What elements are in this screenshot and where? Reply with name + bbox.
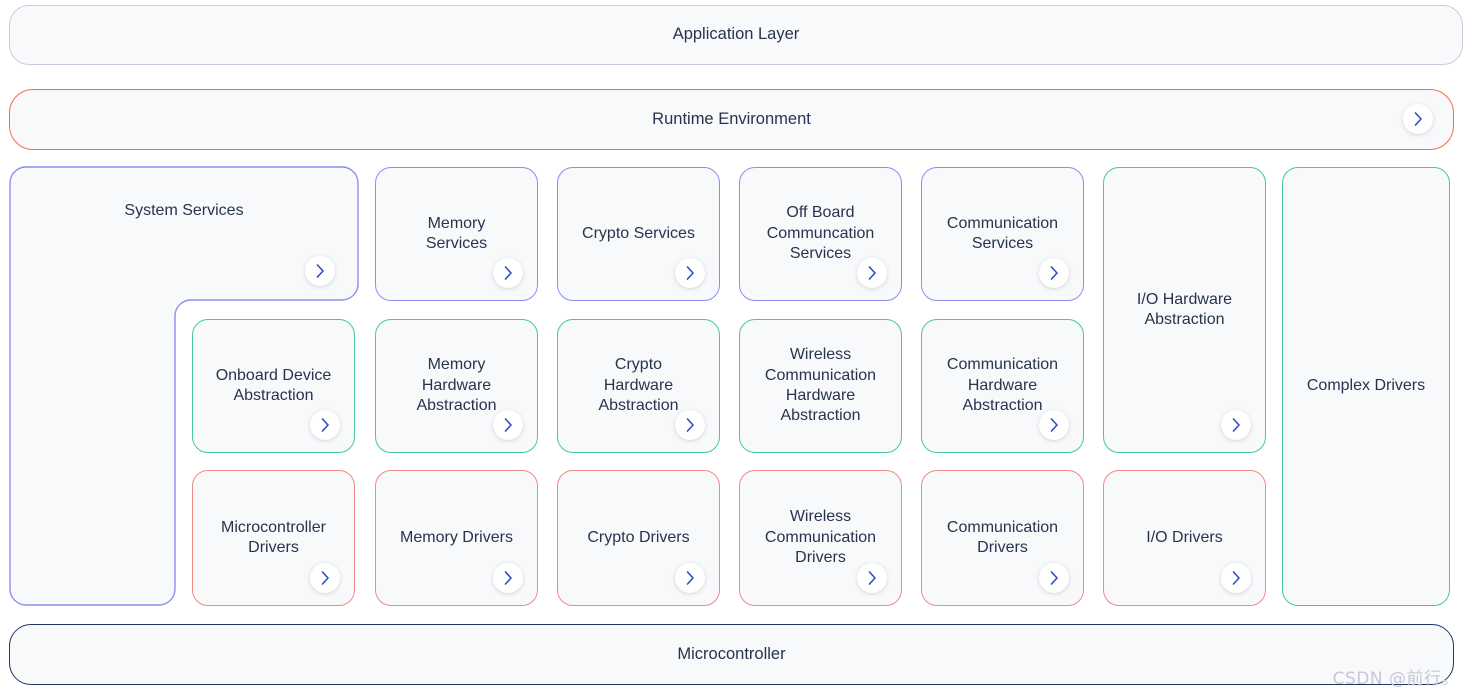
chevron-right-icon[interactable] [1039, 410, 1069, 440]
off-board-communication-services-box[interactable]: Off Board Communcation Services [739, 167, 902, 301]
chevron-right-icon[interactable] [1221, 563, 1251, 593]
memory-services-label: Memory Services [425, 214, 488, 252]
communication-services-box[interactable]: Communication Services [921, 167, 1084, 301]
communication-drivers-box[interactable]: Communication Drivers [921, 470, 1084, 606]
wireless-communication-hardware-abstraction-label: Wireless Communication Hardware Abstract… [764, 346, 877, 425]
memory-services-box[interactable]: Memory Services [375, 167, 538, 301]
chevron-right-icon[interactable] [493, 410, 523, 440]
chevron-right-icon[interactable] [493, 563, 523, 593]
chevron-right-icon[interactable] [493, 258, 523, 288]
communication-hardware-abstraction-label: Communication Hardware Abstraction [946, 356, 1059, 415]
communication-drivers-label: Communication Drivers [946, 518, 1059, 556]
communication-services-label: Communication Services [946, 214, 1059, 252]
system-services-outline [9, 166, 359, 606]
chevron-right-icon[interactable] [310, 563, 340, 593]
crypto-hardware-abstraction-label: Crypto Hardware Abstraction [598, 356, 679, 415]
crypto-drivers-box[interactable]: Crypto Drivers [557, 470, 720, 606]
microcontroller-drivers-label: Microcontroller Drivers [221, 518, 326, 556]
application-layer-label: Application Layer [672, 25, 800, 44]
chevron-right-icon[interactable] [857, 258, 887, 288]
crypto-services-label: Crypto Services [582, 224, 695, 242]
communication-hardware-abstraction-box[interactable]: Communication Hardware Abstraction [921, 319, 1084, 453]
runtime-environment-bar[interactable]: Runtime Environment [9, 89, 1454, 150]
wireless-communication-hardware-abstraction-box[interactable]: Wireless Communication Hardware Abstract… [739, 319, 902, 453]
wireless-communication-drivers-label: Wireless Communication Drivers [764, 508, 877, 567]
onboard-device-abstraction-box[interactable]: Onboard Device Abstraction [192, 319, 355, 453]
system-services-box[interactable]: System Services [9, 166, 359, 606]
application-layer-bar[interactable]: Application Layer [9, 5, 1463, 65]
crypto-hardware-abstraction-box[interactable]: Crypto Hardware Abstraction [557, 319, 720, 453]
complex-drivers-label: Complex Drivers [1306, 377, 1426, 395]
chevron-right-icon[interactable] [675, 258, 705, 288]
chevron-right-icon[interactable] [675, 563, 705, 593]
onboard-device-abstraction-label: Onboard Device Abstraction [215, 366, 332, 404]
chevron-right-icon[interactable] [857, 563, 887, 593]
chevron-right-icon[interactable] [310, 410, 340, 440]
chevron-right-icon[interactable] [305, 256, 335, 286]
complex-drivers-box[interactable]: Complex Drivers [1282, 167, 1450, 606]
off-board-communication-services-label: Off Board Communcation Services [766, 204, 875, 263]
microcontroller-label: Microcontroller [677, 644, 786, 663]
chevron-right-icon[interactable] [1039, 563, 1069, 593]
chevron-right-icon[interactable] [1403, 104, 1433, 134]
watermark: CSDN @前行。 [1332, 669, 1459, 689]
crypto-services-box[interactable]: Crypto Services [557, 167, 720, 301]
chevron-right-icon[interactable] [1221, 410, 1251, 440]
chevron-right-icon[interactable] [675, 410, 705, 440]
io-drivers-label: I/O Drivers [1146, 528, 1223, 546]
memory-hardware-abstraction-box[interactable]: Memory Hardware Abstraction [375, 319, 538, 453]
system-services-label: System Services [124, 202, 244, 219]
io-hardware-abstraction-box[interactable]: I/O Hardware Abstraction [1103, 167, 1266, 453]
memory-drivers-label: Memory Drivers [400, 528, 513, 546]
microcontroller-drivers-box[interactable]: Microcontroller Drivers [192, 470, 355, 606]
crypto-drivers-label: Crypto Drivers [587, 528, 690, 546]
microcontroller-bar[interactable]: Microcontroller [9, 624, 1454, 685]
io-hardware-abstraction-label: I/O Hardware Abstraction [1136, 290, 1233, 328]
runtime-environment-label: Runtime Environment [652, 109, 811, 128]
memory-hardware-abstraction-label: Memory Hardware Abstraction [416, 356, 497, 415]
chevron-right-icon[interactable] [1039, 258, 1069, 288]
memory-drivers-box[interactable]: Memory Drivers [375, 470, 538, 606]
wireless-communication-drivers-box[interactable]: Wireless Communication Drivers [739, 470, 902, 606]
io-drivers-box[interactable]: I/O Drivers [1103, 470, 1266, 606]
